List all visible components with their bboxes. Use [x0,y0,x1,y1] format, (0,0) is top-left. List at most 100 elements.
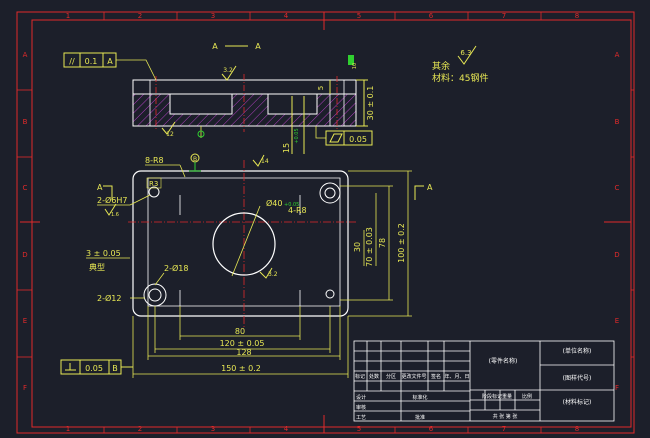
green-marker [348,55,354,65]
inner-border [31,19,632,428]
label-process: 工艺 [356,415,366,421]
unit-name: (单位名称) [563,347,592,355]
dim-30: 30 [353,242,362,252]
zone-labels-left: A B C D E F [22,51,27,392]
section-mark-right: A [427,183,433,192]
title-block [353,340,615,422]
zone-row-label: F [615,384,619,392]
zone-row-label: C [23,184,28,192]
row-label: 分区 [386,373,396,380]
section-title-a-right: A [255,42,261,51]
zone-col-label: 5 [357,425,361,433]
zone-col-label: 4 [284,12,289,20]
roughness-icon [161,121,176,135]
label-sheets: 共 张 第 张 [493,413,518,420]
label-scale: 比例 [522,393,532,400]
plan-view: Ø40 +0.05 3.2 B 8-R8 14 A A R3 2-Ø6H7 1.… [60,153,433,378]
dim-78: 78 [378,238,387,248]
zone-row-label: F [23,384,27,392]
zone-col-label: 5 [357,12,361,20]
counterbore-hole-inner [148,288,162,302]
counterbore-hole-inner [324,187,336,199]
zone-row-label: E [23,317,27,325]
label-stage: 阶段标记 [482,393,502,400]
zone-col-label: 4 [284,425,289,433]
flatness-value: 0.1 [85,57,98,66]
dim-small: 5 [317,86,325,90]
dim-slot-tolerance: +0.05 [294,128,300,143]
zone-col-label: 8 [575,12,579,20]
label-holes-12: 2-Ø12 [97,293,121,303]
roughness-icon [457,45,477,65]
label-standardize: 标准化 [412,394,427,401]
label-dim-3: 3 ± 0.05 [86,249,121,258]
zone-row-label: A [615,51,620,59]
roughness-16: 1.6 [111,212,119,218]
zone-col-label: 2 [138,12,142,20]
zone-col-label: 3 [211,12,215,20]
roughness-icon [221,65,237,81]
parallel-value: 0.05 [349,135,367,144]
zone-row-label: D [614,251,619,259]
roughness-top-value: 3.2 [223,67,233,74]
plate-outline [132,170,349,317]
zone-labels-bottom: 1 2 3 4 5 6 7 8 [66,425,579,433]
roughness-left-value: 12 [166,131,174,138]
counterbore-hole [319,182,341,204]
label-design: 设计 [356,394,366,401]
zone-row-label: E [615,317,619,325]
dim-128: 128 [236,348,251,357]
bore-label: Ø40 [266,198,282,208]
zone-ticks [17,12,634,433]
roughness-14: 14 [261,158,269,165]
zone-col-label: 3 [211,425,215,433]
zone-labels-right: A B C D E F [614,51,619,392]
label-4-r8: 4-R8 [288,206,307,215]
section-title-a-left: A [212,42,218,51]
row-label: 签名 [431,373,441,380]
roughness-rest-value: 6.3 [460,49,471,57]
zone-row-label: A [23,51,28,59]
material-mark: (材料标记) [563,398,592,406]
zone-labels-top: 1 2 3 4 5 6 7 8 [66,12,579,20]
vertical-dimension-lines [340,170,412,317]
dim-height: 30 ± 0.1 [366,86,375,121]
zone-col-label: 2 [138,425,142,433]
datum-b: B [193,156,197,163]
zone-col-label: 1 [66,12,70,20]
pin-hole [148,186,160,198]
zone-col-label: 6 [429,12,434,20]
dim-100: 100 ± 0.2 [397,223,406,263]
row-label: 更改文件号 [401,373,426,380]
section-mark-left: A [97,183,103,192]
row-label: 处数 [369,373,379,380]
counterbore-hole [143,283,167,307]
label-weight: 重量 [502,393,512,400]
datum-symbol [197,130,205,138]
flatness-symbol: // [69,57,75,66]
row-label: 年、月、日 [444,373,469,380]
part-name: (零件名称) [489,357,518,365]
drawing-frame [16,11,635,434]
zone-row-label: C [615,184,620,192]
row-label: 标记 [355,373,365,380]
flatness-leader [116,59,157,81]
dim-right: 10 [352,63,358,69]
label-r3: R3 [149,180,158,188]
pin-hole [325,289,335,299]
technical-notes: 6.3 其余 材料：45钢件 [432,45,488,84]
dim-slot: 15 [282,143,291,153]
dim-70: 70 ± 0.03 [365,227,374,267]
drawing-number: (图样代号) [563,374,592,382]
zone-col-label: 1 [66,425,70,433]
note-rest: 其余 [432,60,450,72]
perp-value: 0.05 [85,364,103,373]
label-approve: 批准 [415,414,425,421]
zone-col-label: 7 [502,425,506,433]
dim-120: 120 ± 0.05 [220,339,265,348]
bore-roughness: 3.2 [268,271,278,278]
zone-col-label: 6 [429,425,434,433]
zone-row-label: D [22,251,27,259]
perpendicularity-symbol-icon [65,363,76,371]
